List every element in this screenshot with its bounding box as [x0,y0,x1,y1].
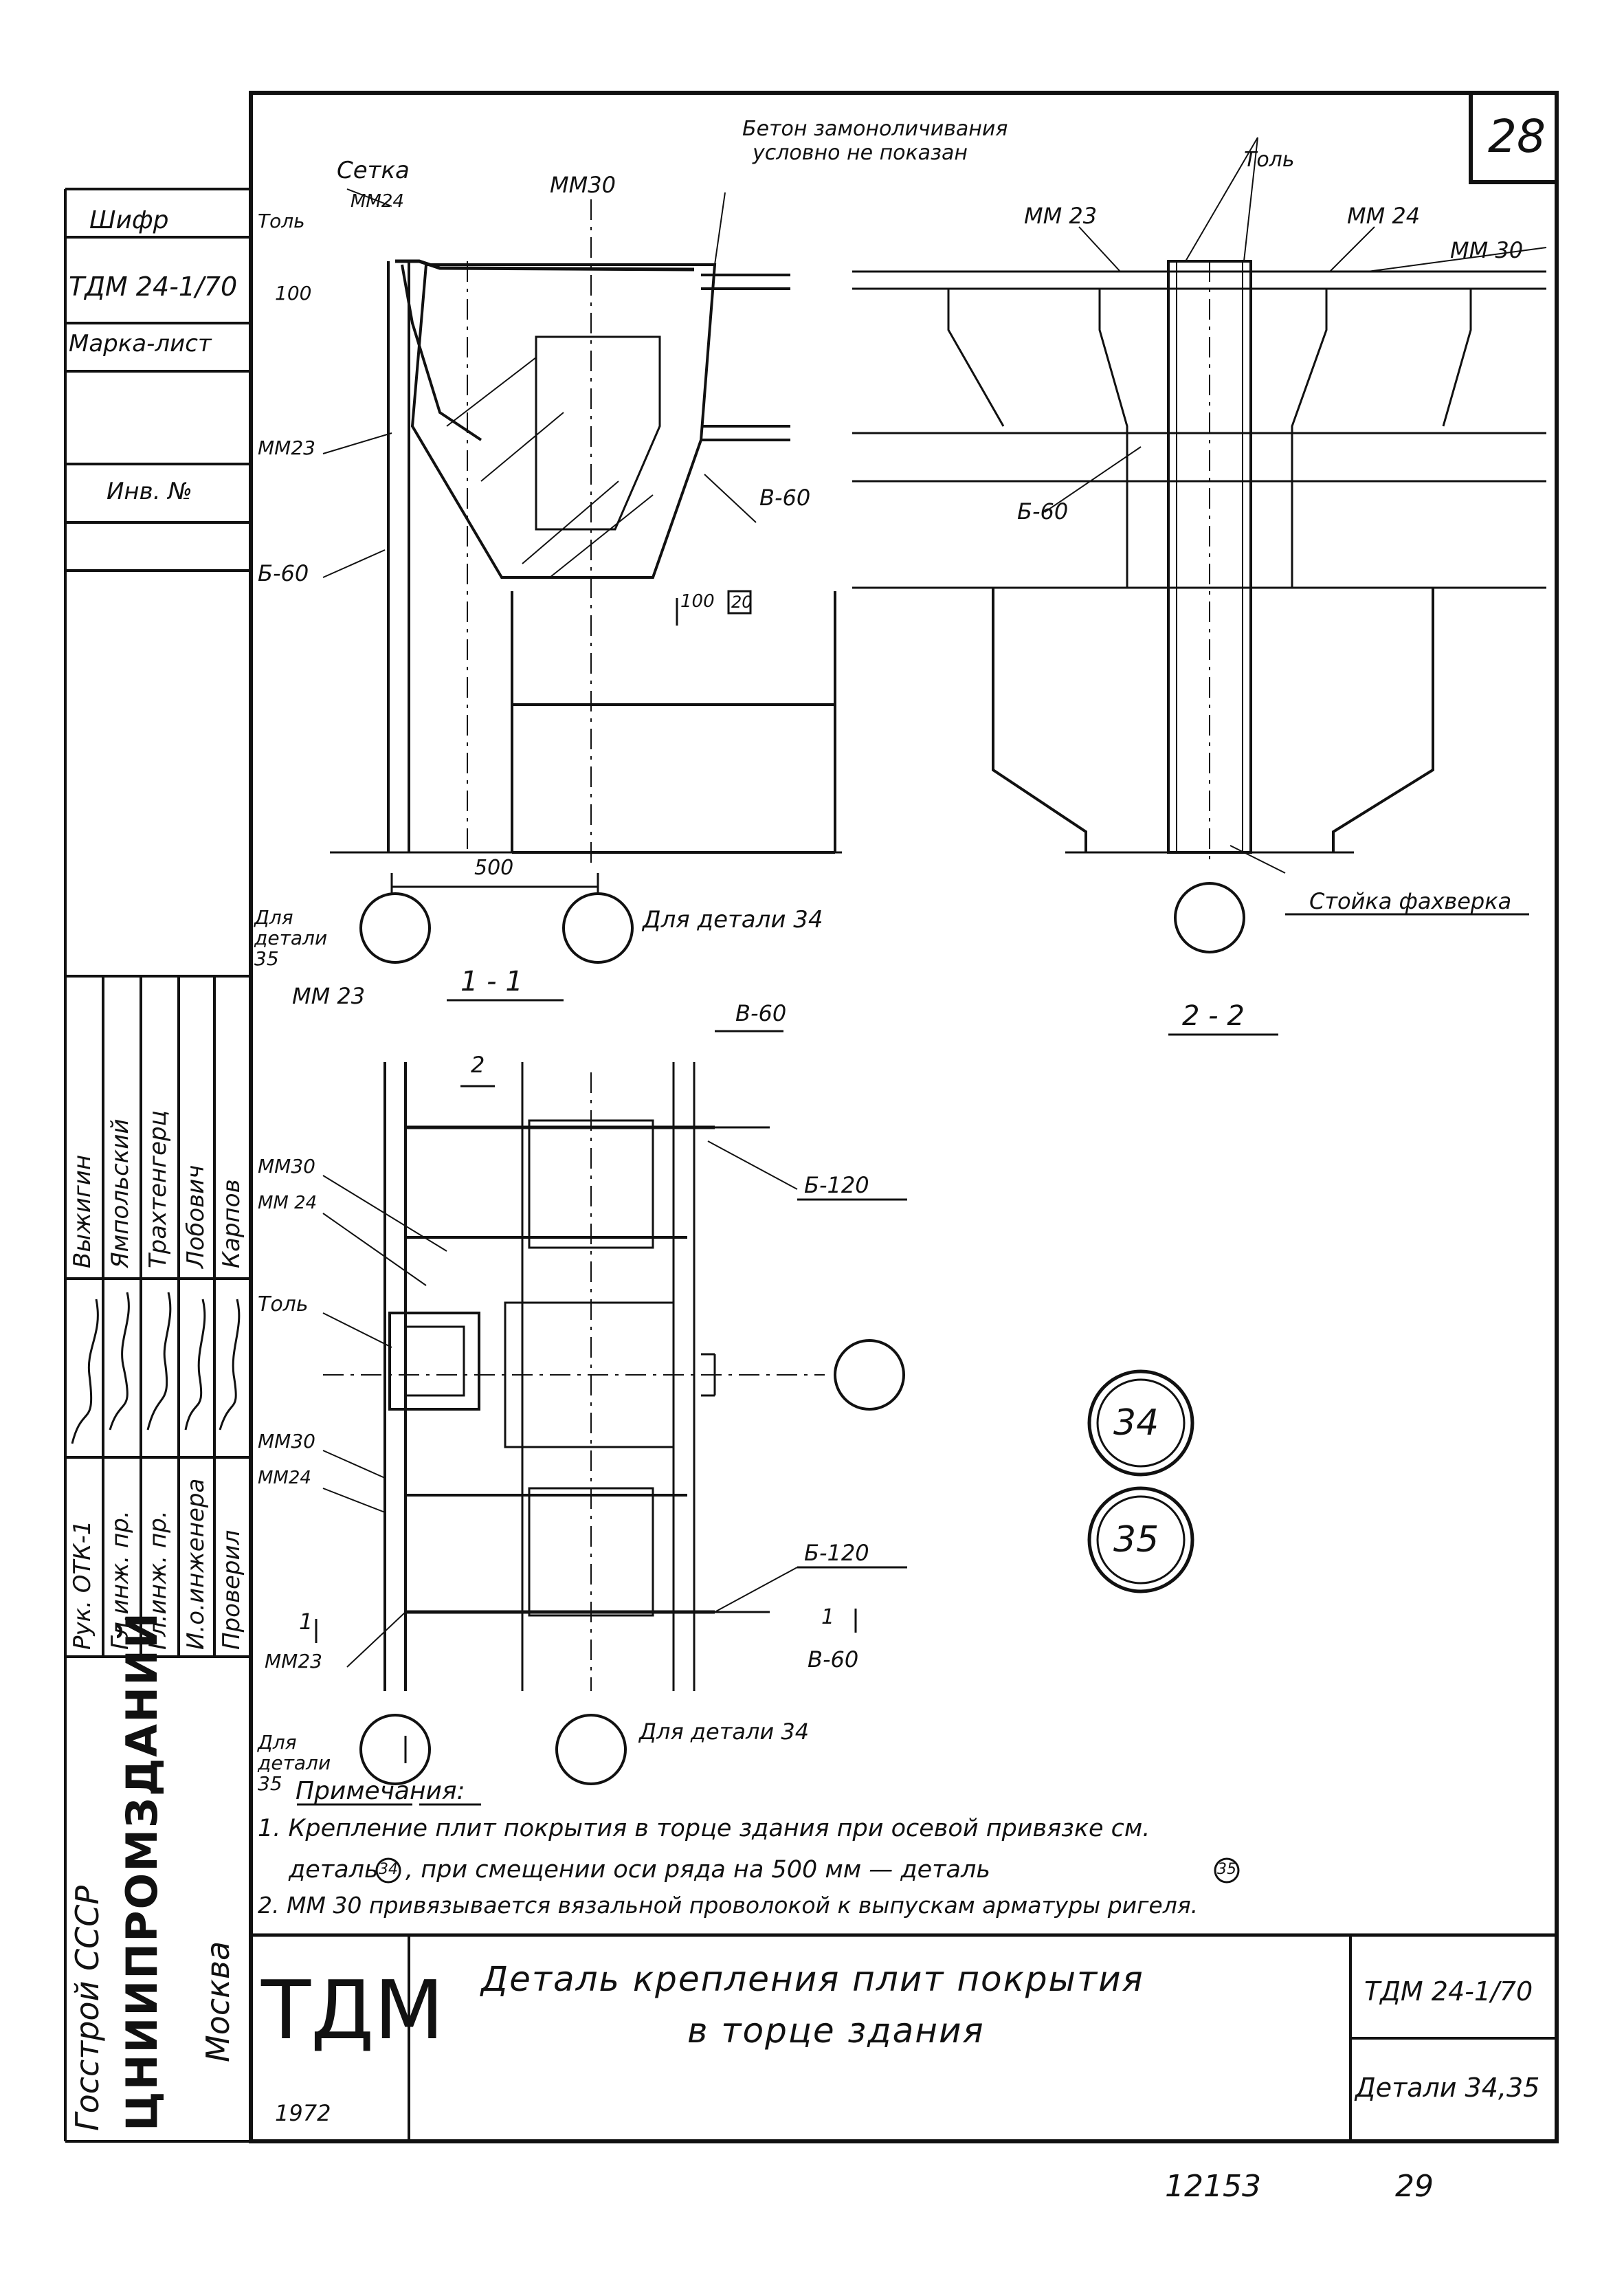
title-details-ref: Детали 34,35 [1355,2073,1540,2103]
plan-cut-2: 2 [471,1052,485,1078]
notes-inline-34: 34 [379,1861,398,1878]
plan-b120-bottom: Б-120 [804,1540,869,1566]
dim-100-left: 100 [275,282,312,305]
detail-circle [834,1339,905,1411]
mm23-label: ММ23 [258,437,315,459]
mm24-top-label: ММ24 [351,191,404,212]
setka-label: Сетка [337,157,410,184]
signature [184,1299,206,1431]
title-line-1: Деталь крепления плит покрытия [481,1959,1144,1999]
for-detail-34-top: Для детали 34 [643,906,823,934]
for-detail-35-bottom: Для детали 35 [258,1731,331,1795]
title-year: 1972 [275,2100,331,2126]
org-main: ЦНИИПРОМЗДАНИЙ [117,1611,167,2131]
b60-label-2-2: Б-60 [1017,498,1069,525]
detail-circle [1174,882,1245,953]
title-logo: ТДМ [261,1963,445,2057]
mark-sheet-label: Марка-лист [69,330,212,357]
plan-cut-1-left: 1 [299,1609,313,1635]
tol-top-label: Толь [258,210,305,232]
inv-label: Инв. № [107,478,192,505]
notes-line-1: 1. Крепление плит покрытия в торце здани… [258,1815,1150,1842]
mm30-label: ММ30 [550,172,616,198]
signature [71,1299,99,1444]
detail-35-marker [1087,1486,1194,1593]
org-top: Госстрой СССР [69,1885,106,2131]
plan-v60-bottom: В-60 [808,1646,859,1673]
detail-34-marker [1096,1378,1186,1468]
plan-cut-1-right: 1 [821,1605,835,1629]
plan-b120-top: Б-120 [804,1172,869,1198]
signature [219,1299,241,1431]
detail-circle [359,892,431,964]
dim-20: 20 [731,593,753,612]
sheet-number-box [1469,91,1559,184]
post-label: Стойка фахверка [1309,888,1512,914]
detail-35-marker [1096,1495,1186,1585]
mm23-label-2-2: ММ 23 [1024,203,1098,229]
detail-34-number: 34 [1113,1402,1159,1444]
cipher-label: Шифр [89,206,169,234]
plan-v60-top: В-60 [735,1000,787,1026]
role-1: Рук. ОТК-1 [69,1520,96,1650]
name-3: Трахтенгерц [144,1110,172,1268]
tol-label-2-2: Толь [1244,148,1295,172]
plan-mm23-top: ММ 23 [292,983,366,1009]
plan-mm24-b: ММ24 [258,1468,311,1488]
mm24-label-2-2: ММ 24 [1347,203,1421,229]
title-line-2: в торце здания [687,2011,985,2051]
footer-page-number: 29 [1395,2169,1434,2204]
signature [146,1292,172,1431]
detail-circle [555,1714,627,1785]
notes-line-2b: , при смещении оси ряда на 500 мм — дета… [405,1856,990,1884]
b60-label: Б-60 [258,560,309,586]
inline-detail-ref [1214,1857,1240,1884]
sheet-frame [249,91,1559,2143]
notes-line-3: 2. ММ 30 привязывается вязальной проволо… [258,1892,1199,1919]
detail-circle [562,892,634,964]
title-code: ТДМ 24-1/70 [1364,1976,1533,2007]
name-2: Ямпольский [107,1118,134,1269]
name-4: Лобович [182,1164,210,1268]
footer-archive-number: 12153 [1165,2169,1261,2204]
plan-mm23-bottom: ММ23 [265,1650,322,1673]
sheet-number: 28 [1488,110,1546,163]
section-1-1-label: 1 - 1 [460,966,523,997]
v60-label: В-60 [759,485,811,511]
plan-mm30-a: ММ30 [258,1155,315,1178]
detail-circle [359,1714,431,1785]
plan-mm24-a: ММ 24 [258,1193,318,1213]
notes-line-2a: деталь [289,1856,379,1884]
section-2-2-graphic [852,137,1547,916]
org-city: Москва [199,1941,236,2062]
plan-mm30-b: ММ30 [258,1430,315,1453]
section-2-2-label: 2 - 2 [1182,1000,1245,1032]
plan-graphic [315,1030,907,1763]
notes-inline-35: 35 [1217,1861,1236,1878]
detail-35-number: 35 [1113,1519,1159,1560]
concrete-note-2: условно не показан [753,141,968,165]
dim-500: 500 [474,856,514,880]
role-5: Проверил [218,1530,245,1650]
concrete-note-1: Бетон замоноличивания [742,117,1008,141]
section-1-1-graphic [322,188,842,894]
mm30-label-2-2: ММ 30 [1450,237,1524,263]
dim-100-bottom: 100 [680,591,715,612]
name-5: Карпов [218,1179,245,1268]
signature [109,1292,130,1431]
inline-detail-ref [375,1857,401,1884]
for-detail-35-top: Для детали 35 [254,906,328,970]
role-4: И.о.инженера [182,1478,210,1650]
detail-34-marker [1087,1369,1194,1477]
name-1: Выжигин [69,1154,96,1268]
cipher-value: ТДМ 24-1/70 [69,272,238,302]
notes-heading: Примечания: [296,1777,465,1805]
for-detail-34-bottom: Для детали 34 [639,1719,810,1745]
plan-tol: Толь [258,1292,309,1316]
